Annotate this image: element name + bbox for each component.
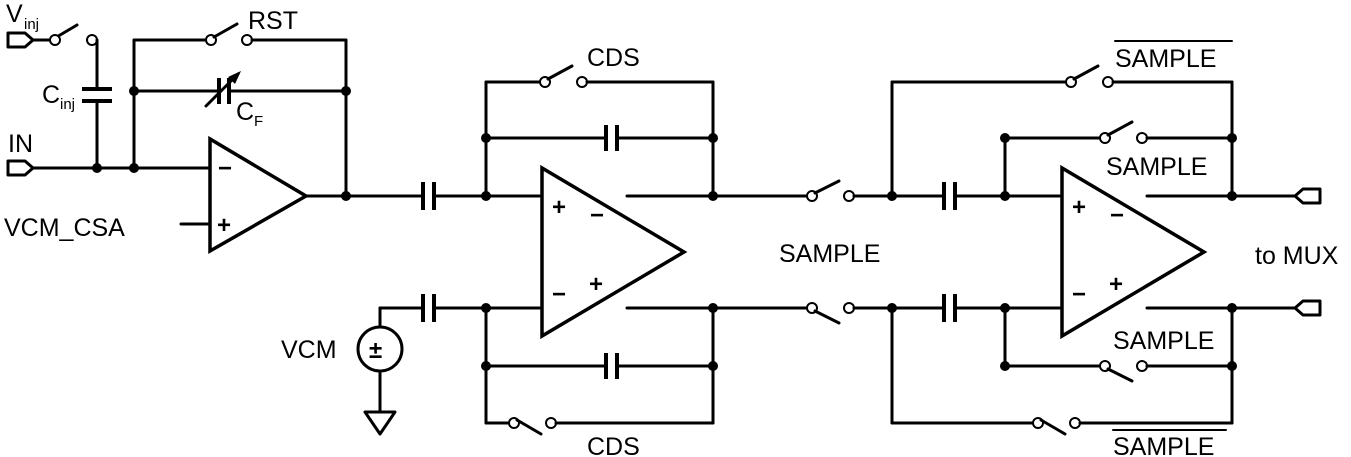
cds-plus-sign-bottom: +: [589, 271, 603, 298]
injection-path: [6, 23, 212, 177]
csa-minus-sign: −: [218, 155, 232, 182]
cds-minus-sign-top: −: [590, 202, 604, 229]
label-in: IN: [8, 130, 33, 158]
cds-amplifier: [540, 164, 688, 340]
output-amplifier: [1060, 164, 1208, 340]
out-amp-plus-sign-bottom: +: [1109, 271, 1123, 298]
out-amp-minus-sign-top: −: [1110, 202, 1124, 229]
ground-symbol: [363, 410, 397, 436]
label-sample-bottom: SAMPLE: [1113, 327, 1214, 355]
label-cf: C: [236, 98, 254, 126]
output-stage-top-feedback: [890, 64, 1237, 201]
out-amp-minus-sign-bottom: −: [1072, 281, 1086, 308]
label-rst: RST: [248, 7, 298, 35]
cds-top-feedback: [481, 64, 718, 201]
label-vcm-csa: VCM_CSA: [4, 214, 125, 242]
label-cf-sub: F: [254, 113, 263, 130]
csa-plus-sign: +: [217, 212, 231, 239]
rst-switch-blade: [212, 22, 239, 39]
out-port-positive: [1293, 187, 1322, 205]
label-sample-bar-bottom: SAMPLE: [1113, 433, 1214, 457]
cds-minus-sign-bottom: −: [552, 281, 566, 308]
label-cinj-sub: inj: [60, 96, 75, 113]
output-stage-bottom-feedback: [890, 303, 1237, 436]
label-sample-top: SAMPLE: [1106, 153, 1207, 181]
vcm-source-path: [356, 294, 544, 436]
vinj-port: [6, 31, 35, 49]
label-cds-bottom: CDS: [587, 433, 640, 457]
label-vinj-sub: inj: [24, 16, 39, 33]
label-cds-top: CDS: [587, 44, 640, 72]
csa-feedback: [129, 22, 351, 198]
out-port-negative: [1293, 299, 1322, 317]
in-port: [6, 159, 35, 177]
cds-bottom-feedback: [481, 303, 718, 436]
vcm-plus-minus: ±: [369, 337, 382, 364]
label-vcm: VCM: [281, 336, 337, 364]
csa-amplifier: [208, 135, 310, 255]
cds-plus-sign-top: +: [552, 194, 566, 221]
out-amp-plus-sign-top: +: [1072, 194, 1086, 221]
label-sample-mid: SAMPLE: [779, 240, 880, 268]
label-vinj: V: [6, 0, 23, 28]
label-to-mux: to MUX: [1255, 242, 1339, 270]
label-sample-bar-top: SAMPLE: [1115, 45, 1216, 73]
sample-switches: [806, 179, 944, 325]
label-cinj: C: [42, 81, 60, 109]
